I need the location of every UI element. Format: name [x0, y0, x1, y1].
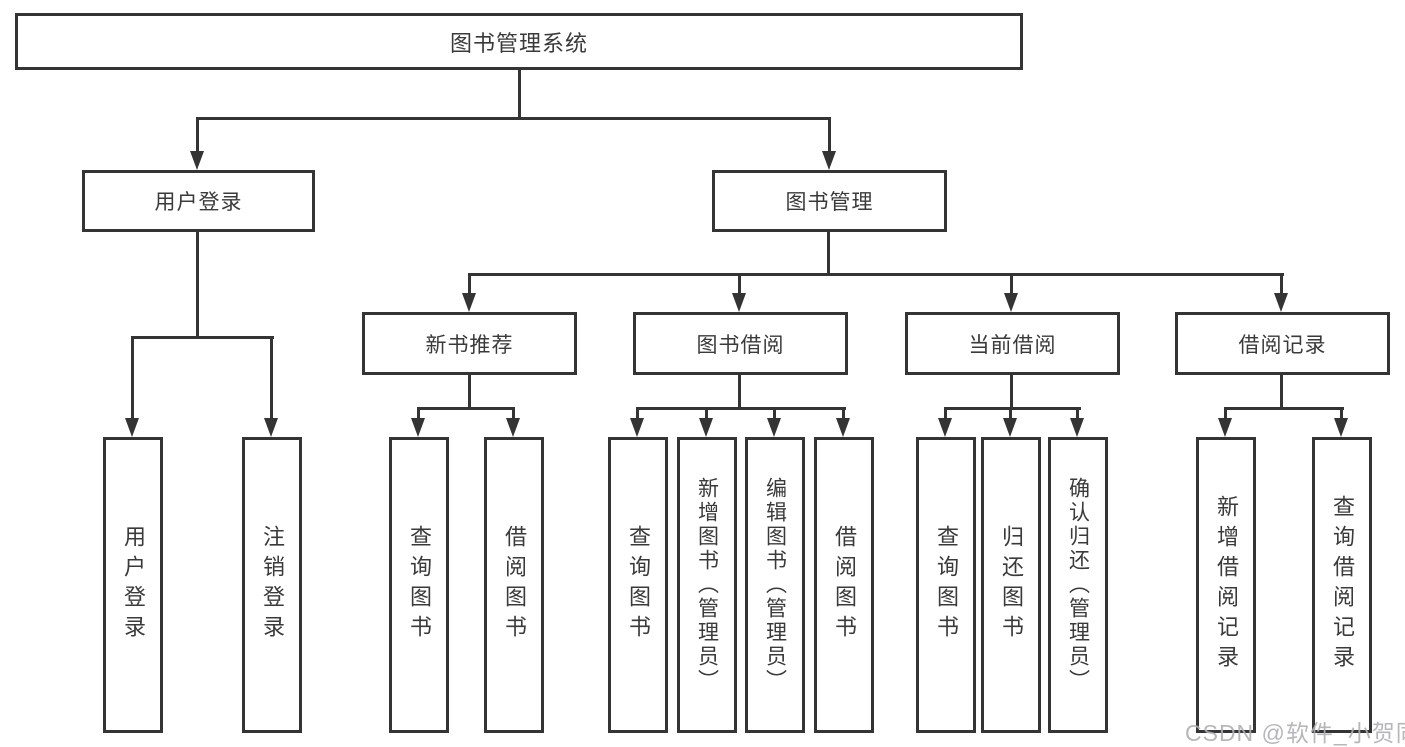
node-bb-borrow-book: 借阅图书	[814, 437, 874, 733]
node-br-query-record: 查询借阅记录	[1312, 437, 1372, 733]
node-leaf-user-login-label: 用户登录	[121, 525, 146, 645]
arrow-to-bb-edit-book	[767, 407, 781, 437]
node-cb-query-book-label: 查询图书	[934, 525, 959, 645]
node-leaf-user-login: 用户登录	[103, 437, 163, 733]
node-new-book-recommend: 新书推荐	[362, 312, 577, 375]
connector-book-management-bar	[468, 273, 1284, 276]
arrow-to-nb-borrow-book	[506, 407, 520, 437]
node-br-add-record: 新增借阅记录	[1196, 437, 1256, 733]
node-bb-query-book: 查询图书	[608, 437, 668, 733]
arrow-to-leaf-user-login	[125, 336, 139, 437]
node-nb-borrow-book-label: 借阅图书	[502, 525, 527, 645]
node-bb-add-book-label: 新增图书（管理员）	[695, 477, 719, 693]
node-br-add-record-label: 新增借阅记录	[1214, 495, 1239, 675]
connector-borrow-records-bar	[1224, 407, 1344, 410]
csdn-watermark: CSDN @软件_小贺同学	[1185, 720, 1405, 746]
node-br-query-record-label: 查询借阅记录	[1330, 495, 1355, 675]
node-borrow-records-label: 借阅记录	[1238, 333, 1327, 357]
arrow-to-user-login	[190, 117, 204, 170]
arrow-to-cb-confirm-return	[1070, 407, 1084, 437]
arrow-to-new-book-recommend	[462, 273, 476, 312]
connector-user-login-bar	[131, 336, 274, 339]
node-nb-query-book-label: 查询图书	[407, 525, 432, 645]
arrow-to-borrow-records	[1274, 273, 1288, 312]
node-cb-confirm-return-label: 确认归还（管理员）	[1066, 477, 1090, 693]
node-borrow-records: 借阅记录	[1175, 312, 1390, 375]
node-cb-return-book-label: 归还图书	[999, 525, 1024, 645]
node-bb-borrow-book-label: 借阅图书	[832, 525, 857, 645]
arrow-to-leaf-logout	[264, 336, 278, 437]
arrow-to-current-borrow	[1004, 273, 1018, 312]
connector-book-borrow-bar	[636, 407, 846, 410]
connector-user-login-stem	[196, 232, 199, 339]
node-book-management-label: 图书管理	[785, 191, 874, 214]
node-bb-add-book: 新增图书（管理员）	[677, 437, 737, 733]
connector-borrow-records-stem	[1280, 375, 1283, 410]
node-leaf-logout: 注销登录	[242, 437, 302, 733]
arrow-to-br-add-record	[1218, 407, 1232, 437]
node-user-login: 用户登录	[82, 170, 315, 232]
connector-book-borrow-stem	[738, 375, 741, 410]
node-current-borrow: 当前借阅	[905, 312, 1120, 375]
arrow-to-cb-return-book	[1003, 407, 1017, 437]
node-nb-query-book: 查询图书	[389, 437, 449, 733]
connector-new-book-recommend-stem	[468, 375, 471, 410]
connector-current-borrow-stem	[1010, 375, 1013, 410]
arrow-to-bb-borrow-book	[836, 407, 850, 437]
node-cb-query-book: 查询图书	[916, 437, 976, 733]
arrow-to-book-management	[822, 117, 836, 170]
node-root-label: 图书管理系统	[449, 30, 588, 56]
arrow-to-nb-query-book	[411, 407, 425, 437]
node-cb-return-book: 归还图书	[981, 437, 1041, 733]
connector-root-children-bar	[197, 117, 831, 120]
node-cb-confirm-return: 确认归还（管理员）	[1048, 437, 1108, 733]
node-book-borrow: 图书借阅	[633, 312, 848, 375]
node-root: 图书管理系统	[15, 13, 1023, 70]
arrow-to-book-borrow	[732, 273, 746, 312]
node-bb-edit-book-label: 编辑图书（管理员）	[763, 477, 787, 693]
node-book-borrow-label: 图书借阅	[696, 333, 785, 357]
node-current-borrow-label: 当前借阅	[968, 333, 1057, 357]
connector-book-management-stem	[827, 232, 830, 276]
node-book-management: 图书管理	[712, 170, 947, 232]
arrow-to-br-query-record	[1334, 407, 1348, 437]
node-leaf-logout-label: 注销登录	[260, 525, 285, 645]
connector-root-stem	[518, 70, 521, 117]
node-user-login-label: 用户登录	[154, 191, 243, 214]
arrow-to-bb-add-book	[699, 407, 713, 437]
arrow-to-bb-query-book	[630, 407, 644, 437]
node-bb-edit-book: 编辑图书（管理员）	[745, 437, 805, 733]
node-bb-query-book-label: 查询图书	[626, 525, 651, 645]
connector-new-book-recommend-bar	[417, 407, 515, 410]
arrow-to-cb-query-book	[938, 407, 952, 437]
node-new-book-recommend-label: 新书推荐	[425, 333, 514, 357]
node-nb-borrow-book: 借阅图书	[484, 437, 544, 733]
connector-current-borrow-bar	[944, 407, 1081, 410]
